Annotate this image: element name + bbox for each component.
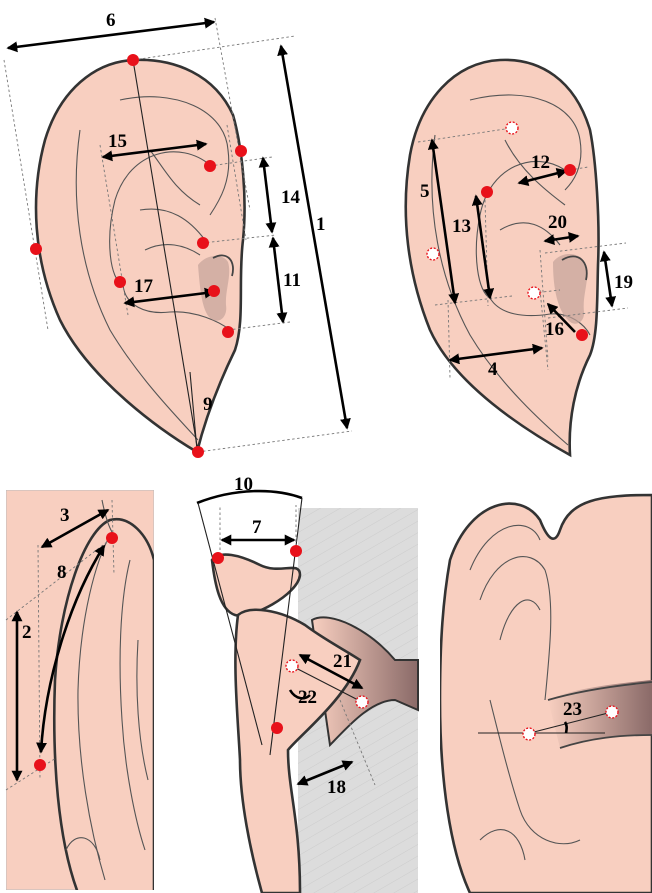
- arrow-14: [263, 158, 272, 232]
- landmark-dot: [192, 446, 204, 458]
- label-7: 7: [252, 517, 262, 538]
- label-15: 15: [108, 131, 127, 152]
- landmark-dot: [564, 164, 576, 176]
- landmark-dot: [271, 722, 283, 734]
- landmark-dot: [481, 186, 493, 198]
- label-18: 18: [327, 777, 346, 798]
- landmark-dot: [222, 326, 234, 338]
- label-22: 22: [298, 687, 317, 708]
- ear-outline-left: [36, 60, 245, 452]
- label-12: 12: [531, 152, 550, 173]
- label-8: 8: [57, 562, 67, 583]
- label-6: 6: [106, 10, 116, 31]
- landmark-hollow: [506, 122, 518, 134]
- landmark-dot: [235, 145, 247, 157]
- landmark-dot: [197, 237, 209, 249]
- landmark-hollow: [286, 660, 298, 672]
- label-14: 14: [281, 187, 301, 208]
- landmark-hollow: [528, 287, 540, 299]
- label-17: 17: [134, 276, 154, 297]
- label-11: 11: [283, 270, 301, 291]
- landmark-dot: [576, 329, 588, 341]
- label-13: 13: [452, 216, 471, 237]
- label-21: 21: [333, 651, 352, 672]
- ear-side-panel: 3 8 2: [6, 490, 154, 893]
- label-4: 4: [488, 359, 498, 380]
- arrow-11: [273, 238, 283, 322]
- landmark-dot: [30, 243, 42, 255]
- label-19: 19: [614, 272, 633, 293]
- label-10: 10: [234, 474, 253, 495]
- label-9: 9: [203, 394, 213, 415]
- arrow-19: [604, 252, 612, 306]
- label-3: 3: [60, 505, 70, 526]
- label-5: 5: [420, 181, 430, 202]
- label-1: 1: [316, 214, 326, 235]
- ear-top-section-panel: 10 7 21 22 18: [197, 474, 418, 893]
- label-20: 20: [548, 212, 567, 233]
- landmark-hollow: [606, 706, 618, 718]
- landmark-hollow: [356, 696, 368, 708]
- landmark-dot: [204, 160, 216, 172]
- landmark-dot: [106, 532, 118, 544]
- landmark-dot: [114, 276, 126, 288]
- arrow-1: [281, 46, 347, 428]
- arc-23: [565, 722, 567, 733]
- ear-front-right-panel: 5 12 13 20 19 16 4: [406, 60, 633, 455]
- ear-canal-panel: 23: [440, 495, 652, 893]
- label-16: 16: [545, 319, 564, 340]
- landmark-dot: [208, 285, 220, 297]
- landmark-dot: [34, 759, 46, 771]
- landmark-dot: [290, 545, 302, 557]
- landmark-hollow: [523, 728, 535, 740]
- label-23: 23: [563, 699, 582, 720]
- landmark-dot: [127, 54, 139, 66]
- landmark-hollow: [427, 248, 439, 260]
- label-2: 2: [22, 622, 32, 643]
- landmark-dot: [212, 552, 224, 564]
- ear-front-left-panel: 6 15 14 1 11 17 9: [4, 10, 352, 458]
